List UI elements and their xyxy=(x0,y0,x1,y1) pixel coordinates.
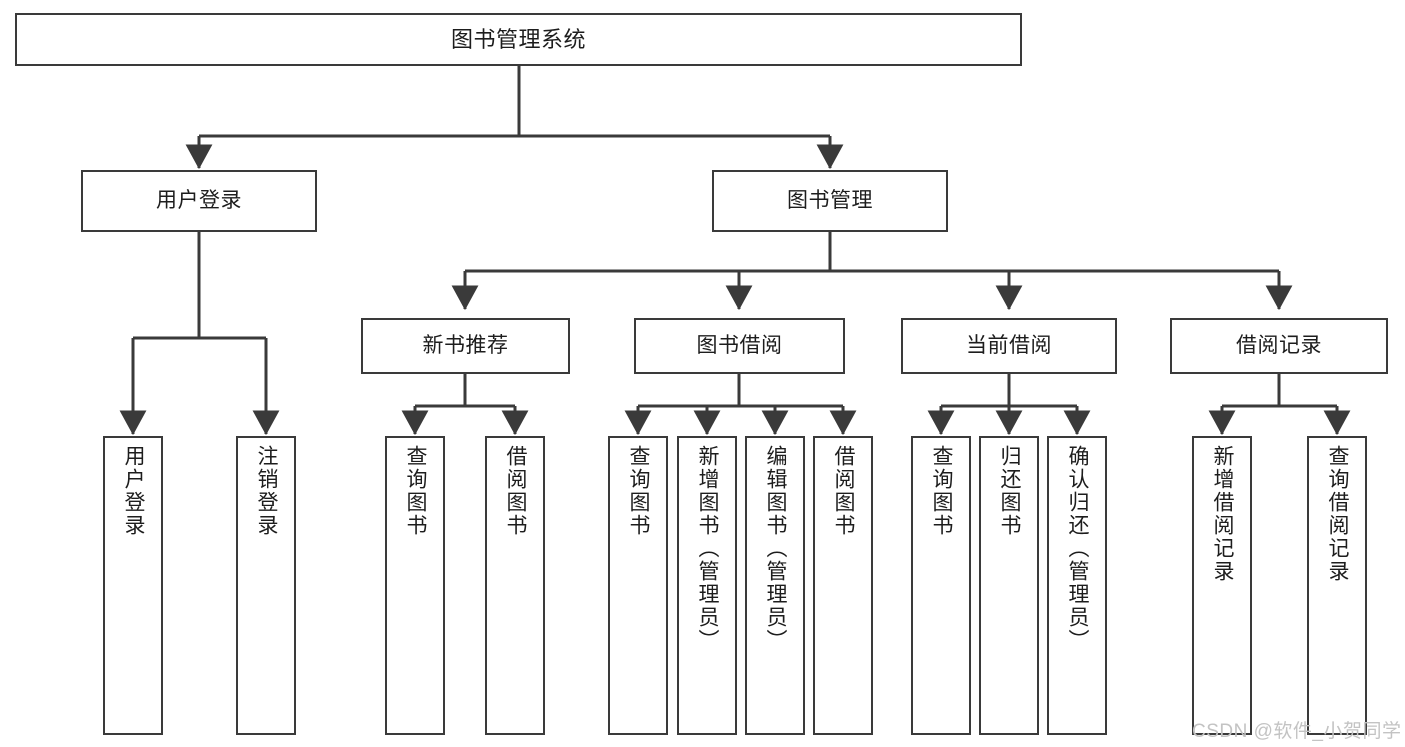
node-new-book-recommend[interactable]: 新书推荐 xyxy=(361,318,570,374)
node-leaf-query-record[interactable]: 查询借阅记录 xyxy=(1307,436,1367,735)
node-label: 确认归还（管理员） xyxy=(1066,445,1090,652)
node-label: 查询图书 xyxy=(404,445,428,537)
node-leaf-return-book[interactable]: 归还图书 xyxy=(979,436,1039,735)
node-leaf-add-book[interactable]: 新增图书（管理员） xyxy=(677,436,737,735)
node-label: 图书管理系统 xyxy=(450,26,586,52)
node-leaf-confirm-return[interactable]: 确认归还（管理员） xyxy=(1047,436,1107,735)
node-label: 归还图书 xyxy=(998,445,1022,537)
node-label: 图书管理 xyxy=(787,188,873,212)
node-label: 新增图书（管理员） xyxy=(696,445,720,652)
node-label: 图书借阅 xyxy=(696,333,783,357)
node-user-login[interactable]: 用户登录 xyxy=(81,170,317,232)
node-leaf-query-book-2[interactable]: 查询图书 xyxy=(608,436,668,735)
node-label: 注销登录 xyxy=(255,445,279,537)
node-book-borrow[interactable]: 图书借阅 xyxy=(634,318,845,374)
node-label: 用户登录 xyxy=(156,188,242,212)
node-label: 新增借阅记录 xyxy=(1211,445,1235,583)
node-leaf-query-book-3[interactable]: 查询图书 xyxy=(911,436,971,735)
node-root-system[interactable]: 图书管理系统 xyxy=(15,13,1022,66)
node-label: 用户登录 xyxy=(122,445,146,537)
node-label: 新书推荐 xyxy=(422,333,509,357)
node-borrow-record[interactable]: 借阅记录 xyxy=(1170,318,1388,374)
node-leaf-add-record[interactable]: 新增借阅记录 xyxy=(1192,436,1252,735)
node-current-borrow[interactable]: 当前借阅 xyxy=(901,318,1117,374)
node-label: 借阅图书 xyxy=(504,445,528,537)
node-label: 当前借阅 xyxy=(966,333,1052,357)
node-leaf-logout-login[interactable]: 注销登录 xyxy=(236,436,296,735)
node-leaf-borrow-book-1[interactable]: 借阅图书 xyxy=(485,436,545,735)
node-leaf-user-login[interactable]: 用户登录 xyxy=(103,436,163,735)
node-label: 借阅记录 xyxy=(1236,333,1322,357)
node-label: 查询借阅记录 xyxy=(1326,445,1350,583)
node-label: 借阅图书 xyxy=(832,445,856,537)
node-book-management[interactable]: 图书管理 xyxy=(712,170,948,232)
node-leaf-query-book-1[interactable]: 查询图书 xyxy=(385,436,445,735)
node-label: 编辑图书（管理员） xyxy=(764,445,788,652)
node-leaf-borrow-book-2[interactable]: 借阅图书 xyxy=(813,436,873,735)
node-leaf-edit-book[interactable]: 编辑图书（管理员） xyxy=(745,436,805,735)
watermark-text: CSDN @软件_小贺同学 xyxy=(1192,721,1402,742)
node-label: 查询图书 xyxy=(627,445,651,537)
node-label: 查询图书 xyxy=(930,445,954,537)
